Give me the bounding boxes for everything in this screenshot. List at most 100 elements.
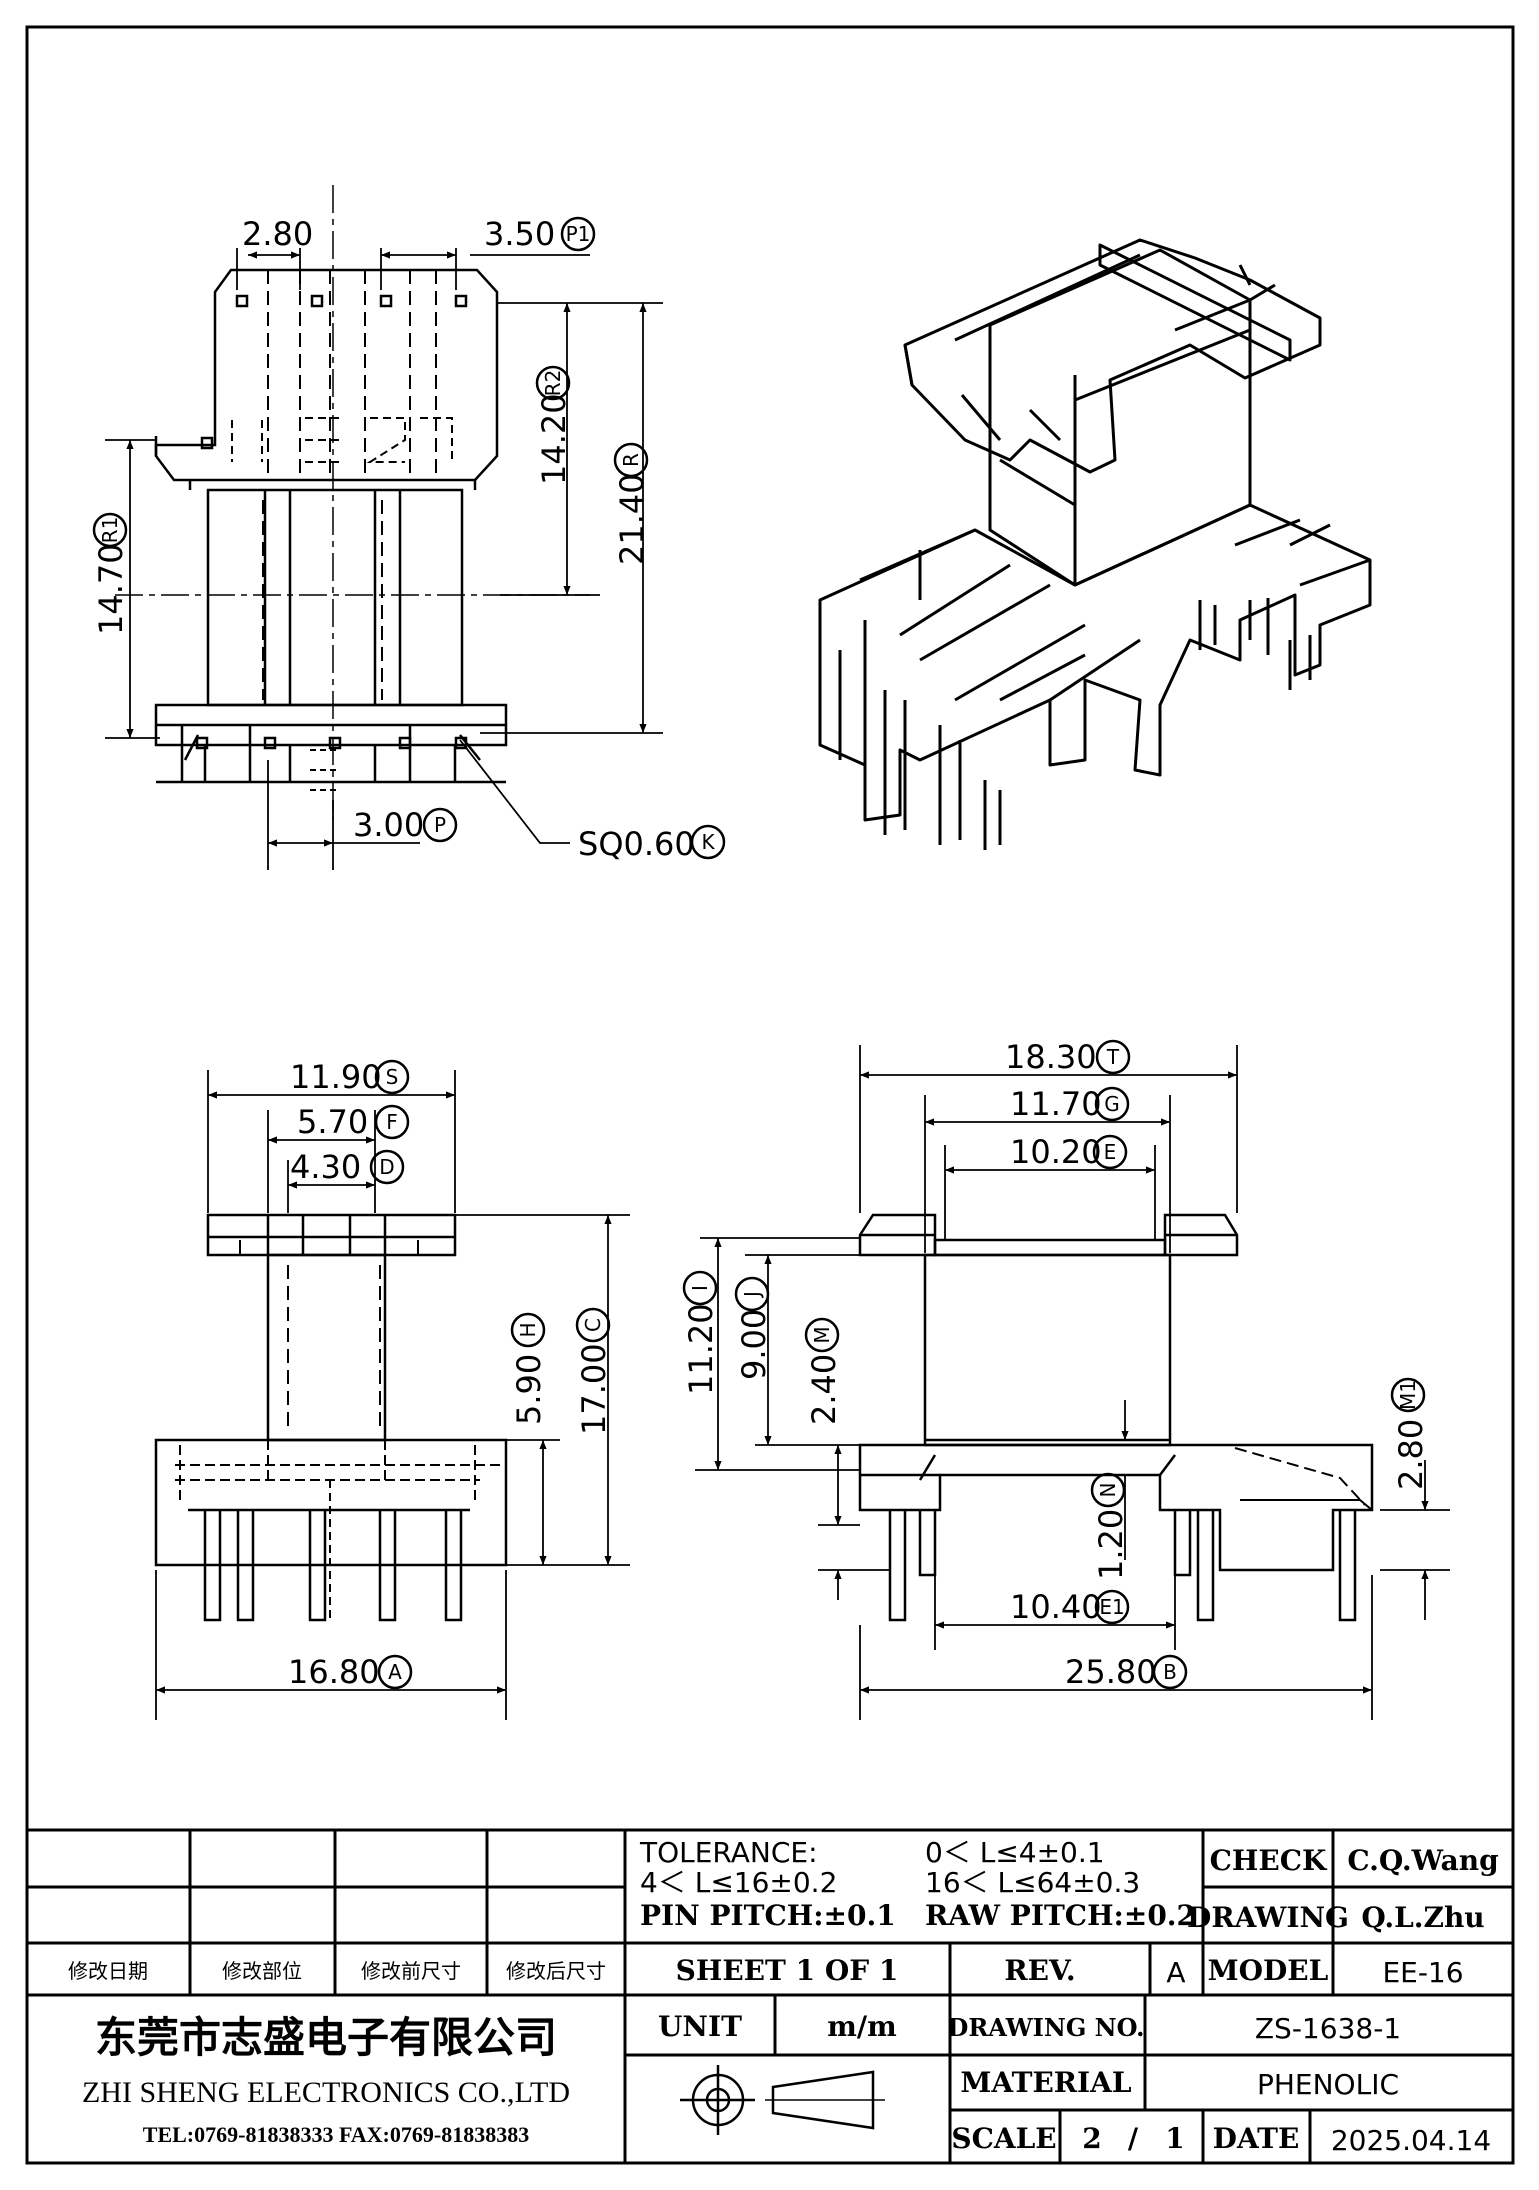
callout-j — [734, 1276, 770, 1312]
scale-separator: / — [1128, 2122, 1139, 2155]
callout-p-label: P — [434, 813, 446, 837]
callout-e-label: E — [1104, 1140, 1117, 1164]
side-view — [154, 1213, 508, 1622]
callout-f — [374, 1104, 410, 1140]
callout-a — [377, 1654, 413, 1690]
revision-header-before: 修改前尺寸 — [361, 1959, 461, 1983]
callout-f-label: F — [386, 1110, 398, 1134]
side-view-dims — [155, 1070, 630, 1720]
dim-slot-spacing: 2.80 — [242, 215, 313, 253]
callout-r1-label: R1 — [98, 517, 122, 544]
end-view-dims — [695, 1045, 1450, 1720]
model-value: EE-16 — [1382, 1956, 1463, 1989]
dim-width-g: 11.70 — [1010, 1085, 1102, 1123]
rev-label: REV. — [1004, 1954, 1075, 1987]
model-label: MODEL — [1208, 1954, 1329, 1987]
callout-c — [575, 1307, 611, 1343]
tolerance-pin-pitch: PIN PITCH:±0.1 — [640, 1899, 896, 1932]
material-label: MATERIAL — [960, 2066, 1131, 2099]
callout-e — [1092, 1134, 1128, 1170]
tolerance-range3: 16＜ L≤64±0.3 — [925, 1866, 1140, 1899]
callout-r2 — [535, 365, 571, 401]
callout-k-label: K — [701, 830, 715, 854]
drawing-value: Q.L.Zhu — [1361, 1901, 1484, 1934]
company-name-en: ZHI SHENG ELECTRONICS CO.,LTD — [82, 2076, 570, 2109]
tolerance-range2: 4＜ L≤16±0.2 — [640, 1866, 837, 1899]
company-name-cn: 东莞市志盛电子有限公司 — [95, 2013, 557, 2062]
callout-r-label: R — [619, 453, 643, 467]
front-view — [115, 185, 590, 820]
material-value: PHENOLIC — [1257, 2068, 1399, 2101]
scale-denominator: 1 — [1165, 2122, 1184, 2155]
callout-g — [1094, 1086, 1130, 1122]
dim-width-f: 5.70 — [297, 1103, 368, 1141]
revision-header-after: 修改后尺寸 — [506, 1959, 606, 1983]
callout-i-label: I — [688, 1285, 712, 1291]
callout-c-label: C — [581, 1318, 605, 1332]
front-view-dim-labels: 2.80 3.50 P1 14.20 R2 21.40 R 14.70 R1 3… — [92, 215, 726, 863]
callout-m1 — [1390, 1377, 1426, 1413]
dim-height-c: 17.00 — [575, 1343, 613, 1435]
callout-r — [613, 442, 649, 478]
callout-g-label: G — [1104, 1092, 1120, 1116]
tolerance-range1: 0＜ L≤4±0.1 — [925, 1836, 1105, 1869]
unit-label: UNIT — [658, 2010, 742, 2043]
drawing-no-value: ZS-1638-1 — [1255, 2012, 1401, 2045]
revision-header-date: 修改日期 — [68, 1959, 148, 1983]
callout-h — [510, 1312, 546, 1348]
dim-height-r: 21.40 — [613, 473, 651, 565]
callout-j-label: J — [740, 1291, 764, 1299]
callout-s — [374, 1059, 410, 1095]
callout-r1 — [92, 512, 128, 548]
callout-p1-label: P1 — [566, 222, 591, 246]
title-block — [27, 1828, 1513, 2163]
callout-k — [690, 824, 726, 860]
callout-i — [682, 1270, 718, 1306]
dim-height-j: 9.00 — [735, 1309, 773, 1380]
callout-d-label: D — [379, 1155, 394, 1179]
callout-d — [369, 1149, 405, 1185]
callout-e1 — [1094, 1589, 1130, 1625]
callout-n — [1090, 1472, 1126, 1508]
scale-label: SCALE — [951, 2122, 1056, 2155]
end-view-dim-labels: 18.30 T 11.70 G 10.20 E 11.20 I 9.00 J 2… — [682, 1038, 1430, 1691]
callout-h-label: H — [516, 1322, 540, 1337]
dim-height-r2: 14.20 — [535, 393, 573, 485]
date-value: 2025.04.14 — [1331, 2124, 1491, 2157]
dim-pin-square: SQ0.60 — [578, 825, 695, 863]
side-view-dim-labels: 11.90 S 5.70 F 4.30 D 5.90 H 17.00 C 16.… — [288, 1058, 613, 1691]
revision-header-part: 修改部位 — [222, 1959, 302, 1983]
projection-symbol — [680, 2065, 885, 2135]
dim-height-n: 1.20 — [1092, 1509, 1130, 1580]
callout-a-label: A — [388, 1660, 402, 1684]
callout-p1 — [560, 216, 596, 252]
tolerance-label: TOLERANCE: — [639, 1836, 818, 1869]
dim-height-m: 2.40 — [805, 1354, 843, 1425]
end-view — [858, 1213, 1374, 1622]
dim-height-i: 11.20 — [682, 1303, 720, 1395]
drawing-border — [25, 25, 1515, 2165]
callout-m1-label: M1 — [1396, 1380, 1420, 1410]
callout-n-label: N — [1096, 1483, 1120, 1498]
date-label: DATE — [1213, 2122, 1300, 2155]
dim-height-m1: 2.80 — [1392, 1419, 1430, 1490]
dim-width-e1: 10.40 — [1010, 1588, 1102, 1626]
tolerance-raw-pitch: RAW PITCH:±0.2 — [925, 1899, 1196, 1932]
dim-width-b: 25.80 — [1065, 1653, 1157, 1691]
dim-width-d: 4.30 — [290, 1148, 361, 1186]
callout-t-label: T — [1106, 1045, 1120, 1069]
check-value: C.Q.Wang — [1347, 1844, 1498, 1877]
callout-r2-label: R2 — [541, 370, 565, 397]
callout-b — [1152, 1654, 1188, 1690]
check-label: CHECK — [1210, 1844, 1328, 1877]
company-contact: TEL:0769-81838333 FAX:0769-81838383 — [143, 2122, 529, 2147]
unit-value: m/m — [827, 2010, 896, 2043]
rev-value: A — [1166, 1956, 1185, 1989]
callout-s-label: S — [386, 1065, 399, 1089]
callout-m-label: M — [810, 1326, 834, 1343]
front-view-dims — [105, 248, 663, 870]
callout-b-label: B — [1163, 1660, 1177, 1684]
callout-p — [422, 807, 458, 843]
callout-t — [1095, 1039, 1131, 1075]
